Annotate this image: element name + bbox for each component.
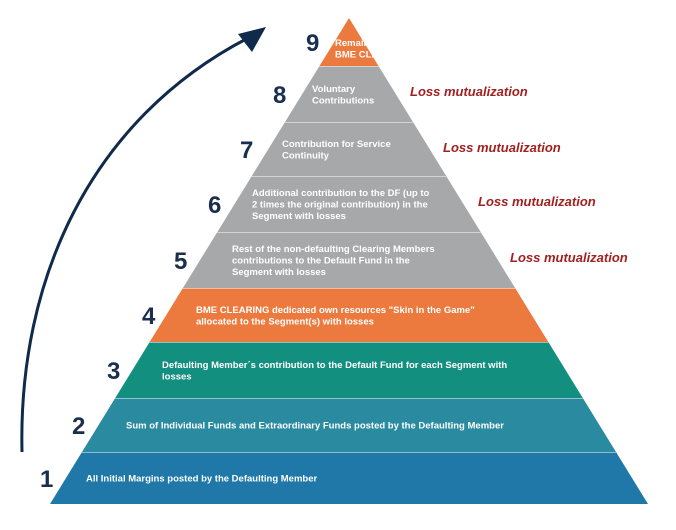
- pyramid-level-7: [251, 122, 447, 176]
- level-6-loss-label: Loss mutualization: [478, 194, 596, 209]
- level-6-text-line: 2 times the original contribution) in th…: [252, 200, 428, 211]
- level-2-number: 2: [72, 413, 85, 440]
- level-7-number: 7: [240, 137, 253, 164]
- level-9-text-line: Remaining free: [335, 38, 404, 49]
- level-8-text-line: Voluntary: [312, 84, 356, 95]
- level-2-text-line: Sum of Individual Funds and Extraordinar…: [126, 421, 504, 432]
- level-8-number: 8: [273, 82, 286, 109]
- pyramid-level-1: [50, 452, 648, 504]
- pyramid-level-9: [319, 18, 379, 66]
- level-5-number: 5: [174, 248, 187, 275]
- level-1-number: 1: [40, 466, 53, 493]
- level-4-text-line: BME CLEARING dedicated own resources "Sk…: [196, 305, 475, 316]
- level-6-number: 6: [208, 192, 221, 219]
- pyramid-layers: [50, 18, 648, 504]
- escalation-arrow-icon: [20, 36, 249, 453]
- level-4-text-line: allocated to the Segment(s) with losses: [196, 316, 374, 327]
- level-4-number: 4: [142, 303, 156, 330]
- level-7-text-line: Continuity: [282, 150, 330, 161]
- level-3-text-line: losses: [162, 371, 192, 382]
- level-3-number: 3: [107, 358, 120, 385]
- pyramid-level-2: [81, 398, 617, 452]
- level-5-loss-label: Loss mutualization: [510, 250, 628, 265]
- level-9-text-line: BME CLEARING Equity: [335, 49, 441, 60]
- level-7-loss-label: Loss mutualization: [443, 140, 561, 155]
- level-6-text-line: Segment with losses: [252, 211, 346, 222]
- arrowhead-icon: [238, 27, 266, 52]
- pyramid-labels: All Initial Margins posted by the Defaul…: [40, 30, 628, 493]
- level-1-text-line: All Initial Margins posted by the Defaul…: [86, 474, 317, 485]
- level-9-number: 9: [306, 30, 319, 57]
- level-8-loss-label: Loss mutualization: [410, 84, 528, 99]
- pyramid-level-6: [217, 176, 481, 232]
- level-5-text-line: Segment with losses: [232, 267, 326, 278]
- level-3-text-line: Defaulting Member´s contribution to the …: [162, 360, 507, 371]
- pyramid-level-5: [182, 232, 516, 288]
- pyramid-level-4: [149, 288, 549, 342]
- pyramid-level-8: [285, 66, 413, 122]
- pyramid-level-3: [115, 342, 583, 398]
- level-6-text-line: Additional contribution to the DF (up to: [252, 188, 429, 199]
- level-8-text-line: Contributions: [312, 95, 374, 106]
- level-5-text-line: contributions to the Default Fund in the: [232, 256, 410, 267]
- level-5-text-line: Rest of the non-defaulting Clearing Memb…: [232, 244, 435, 255]
- level-7-text-line: Contribution for Service: [282, 139, 391, 150]
